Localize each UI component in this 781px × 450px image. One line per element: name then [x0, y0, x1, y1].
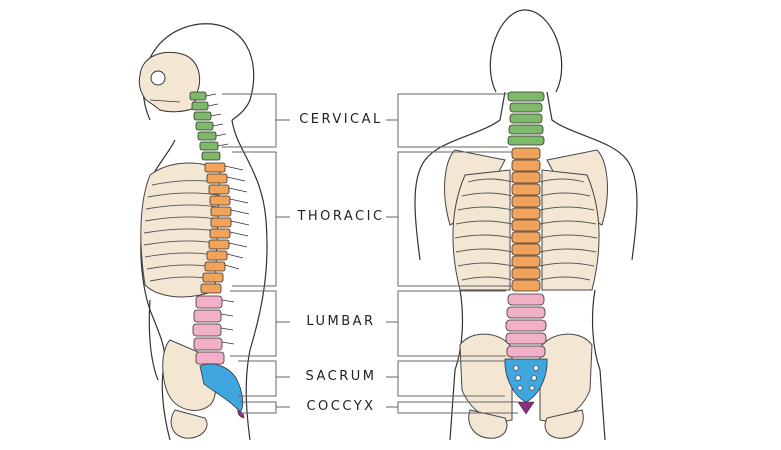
label-lumbar: LUMBAR	[280, 314, 402, 330]
back-view-coccyx	[518, 402, 534, 414]
label-sacrum: SACRUM	[280, 369, 402, 385]
bracket-cervical-right	[398, 94, 508, 147]
label-coccyx: COCCYX	[280, 399, 402, 415]
left-brackets	[222, 94, 290, 413]
back-view-thoracic-vertebrae	[512, 148, 540, 291]
bracket-coccyx-left	[240, 402, 276, 413]
back-view-head-outline	[490, 10, 561, 92]
side-view-lumbar-vertebrae	[193, 296, 234, 364]
back-view-cervical-vertebrae	[508, 92, 544, 145]
bracket-sacrum-left	[238, 361, 276, 396]
side-view-skull	[139, 52, 199, 111]
bracket-lumbar-left	[230, 291, 276, 356]
label-thoracic: THORACIC	[280, 209, 402, 225]
label-cervical: CERVICAL	[280, 112, 402, 128]
side-view-cervical-vertebrae	[190, 92, 228, 160]
back-view-lumbar-vertebrae	[506, 294, 546, 357]
